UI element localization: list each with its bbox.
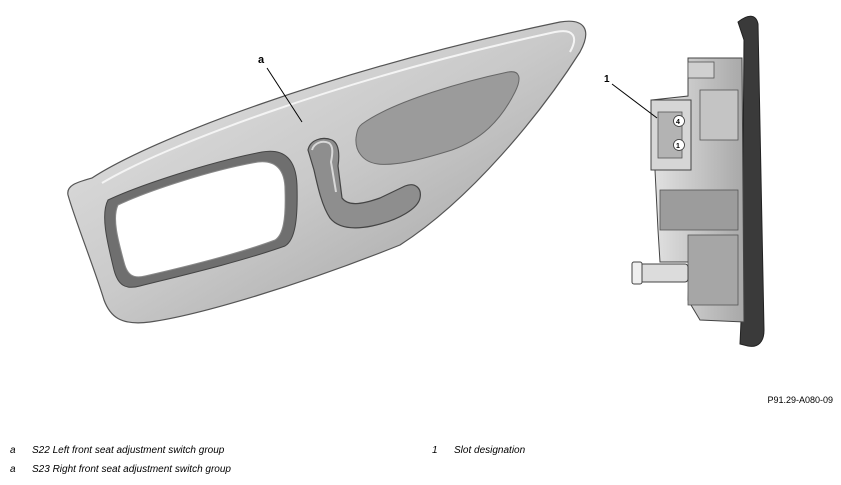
side-plate-lower [659,189,739,231]
handle-opening-inner [115,161,286,278]
legend-key: a [10,445,16,456]
side-base [687,234,739,306]
figure-code: P91.29-A080-09 [767,395,833,405]
legend-item-2: a S23 Right front seat adjustment switch … [10,464,231,475]
legend-key: a [10,464,16,475]
memory-button-recess [355,71,520,165]
top-clip [687,61,715,79]
seat-switch [307,137,421,229]
legend-text: S22 Left front seat adjustment switch gr… [32,445,225,456]
callout-1-leader [611,83,658,119]
callout-1-label: 1 [604,74,610,85]
legend-text: Slot designation [454,445,526,456]
pin-1-label: 1 [676,143,680,150]
pin-4-label: 4 [676,119,680,126]
side-bezel [737,15,765,347]
callout-a-label: a [258,54,265,66]
pin-4-marker [673,115,685,127]
panel-rim [101,30,576,184]
switch-shaft-tip [631,261,643,285]
pin-1-marker [673,139,685,151]
callout-a-leader [266,67,303,123]
legend-item-3: 1 Slot designation [432,445,525,456]
side-plate [699,89,739,141]
switch-panel [67,20,587,324]
legend-key: 1 [432,445,438,456]
legend-text: S23 Right front seat adjustment switch g… [32,464,231,475]
legend-item-1: a S22 Left front seat adjustment switch g… [10,445,224,456]
switch-side-view [631,15,765,347]
